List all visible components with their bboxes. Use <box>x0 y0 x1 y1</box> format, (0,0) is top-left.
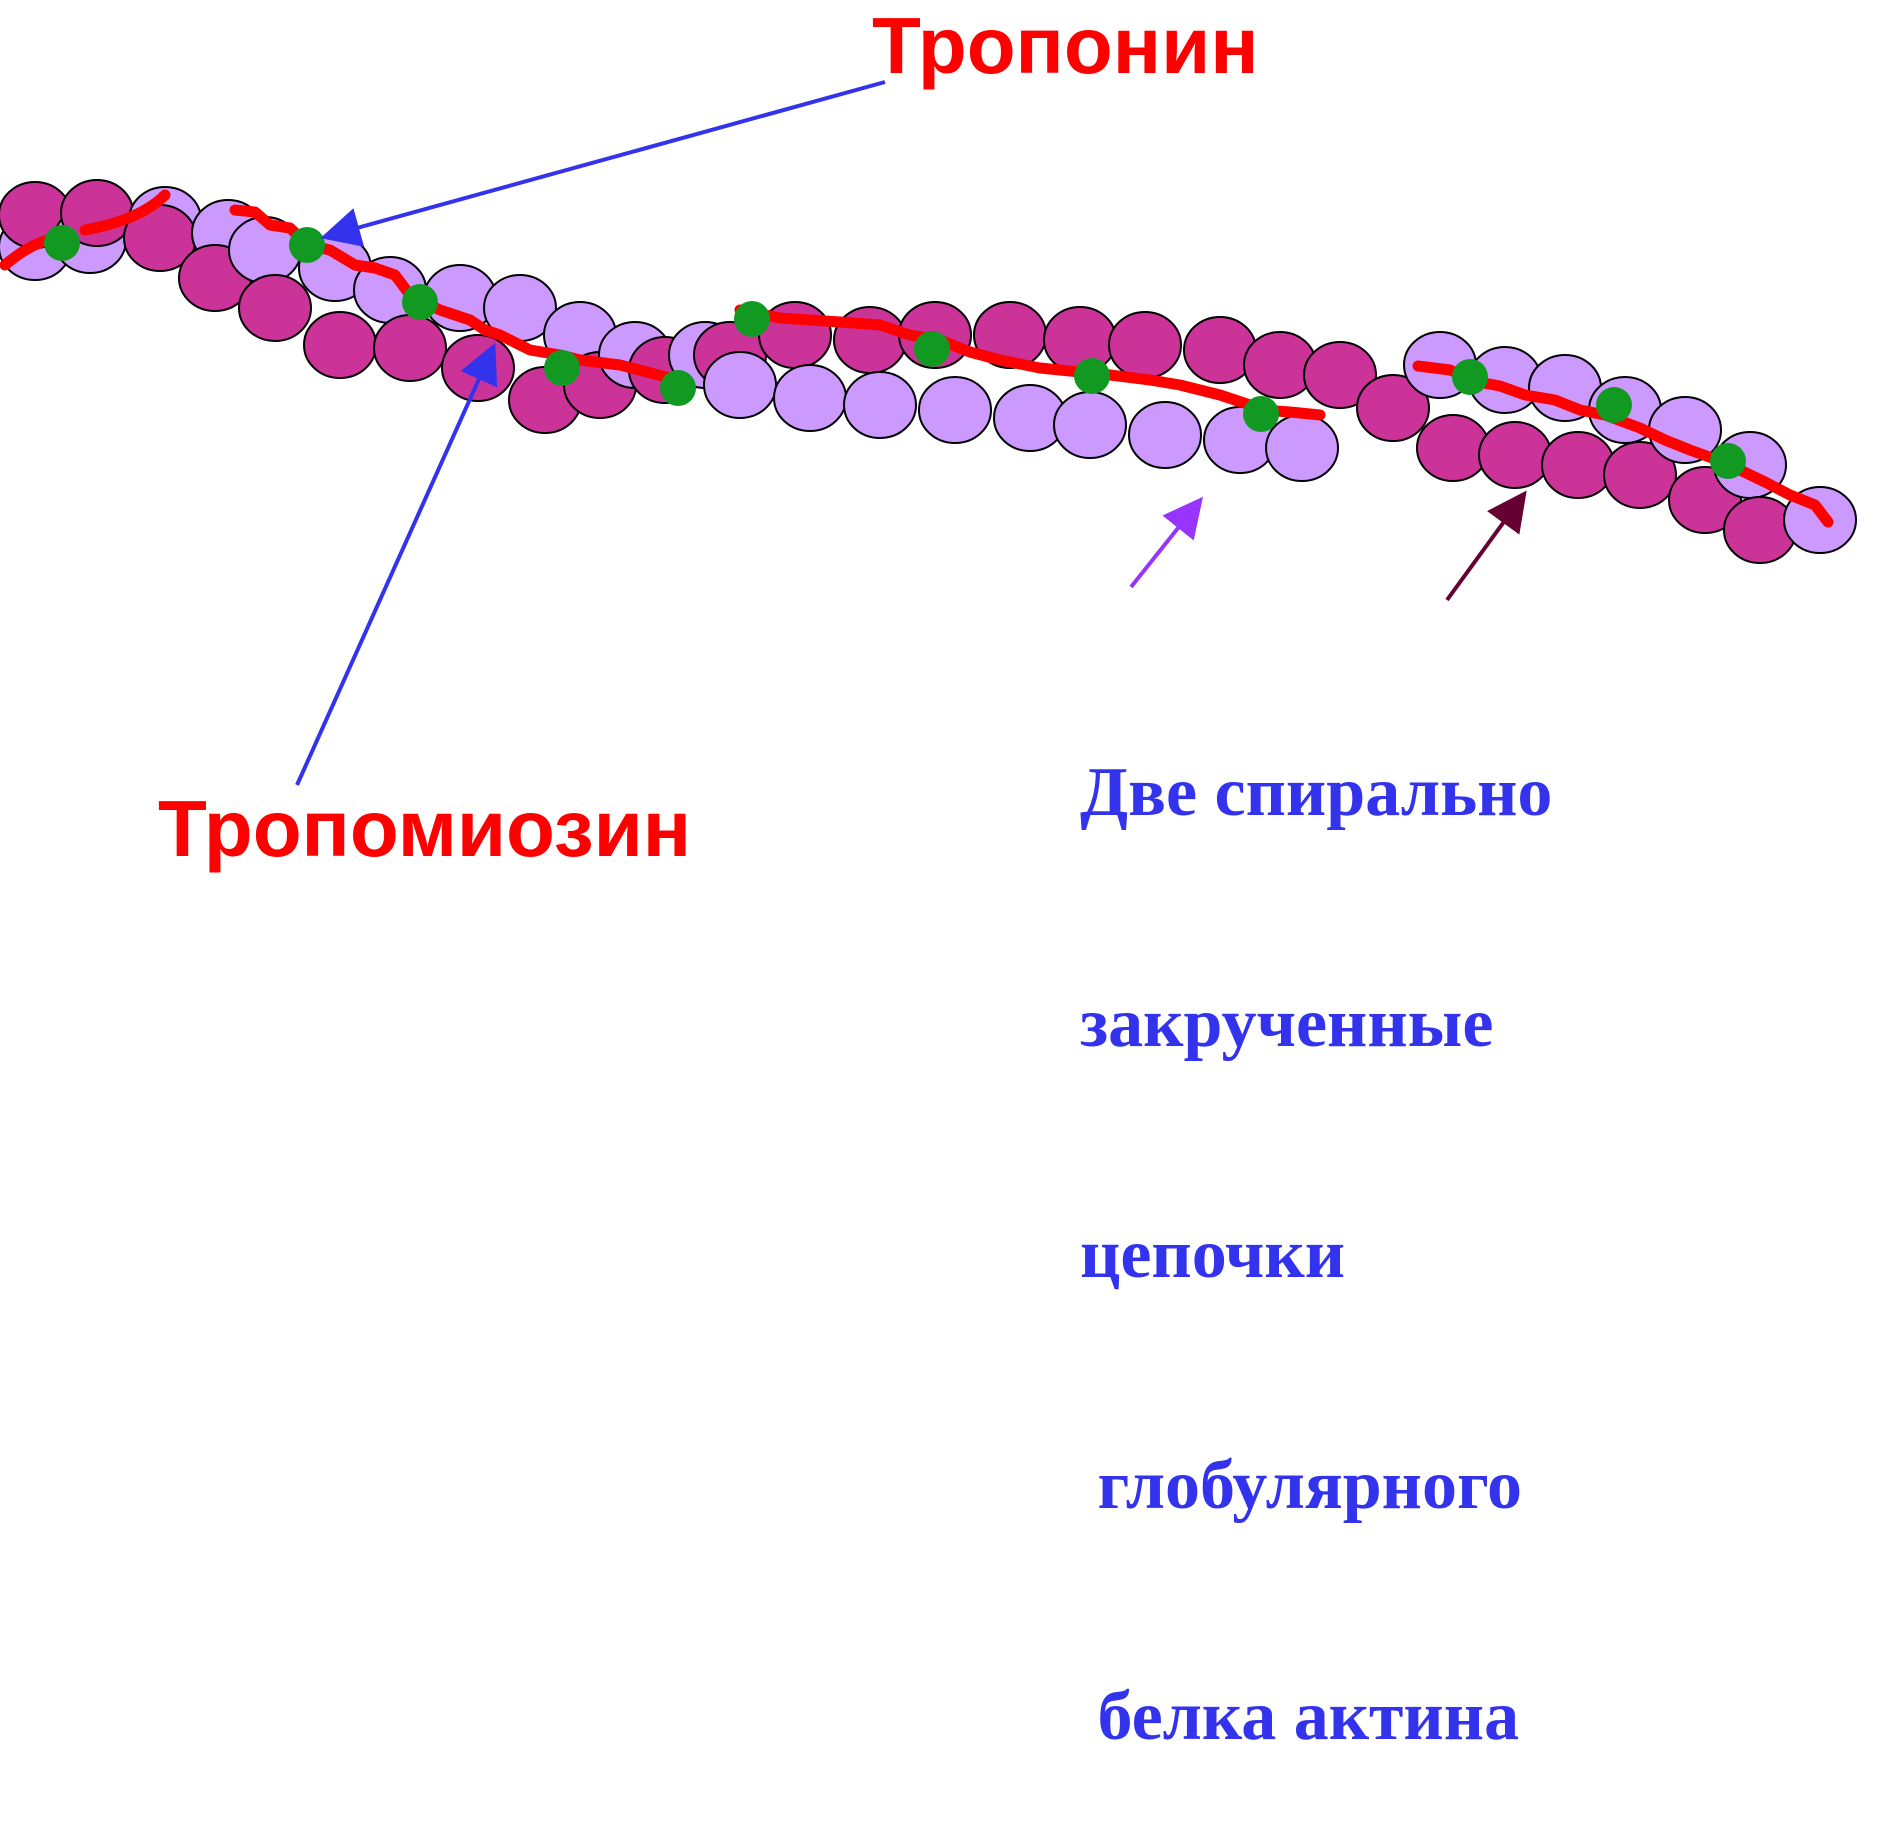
actin-globule-light <box>1128 401 1202 469</box>
actin-description-label: Две спирально закрученные цепочки глобул… <box>1080 600 1552 1832</box>
troponin-dot <box>1243 396 1279 432</box>
actin-description-line: белка актина <box>1080 1678 1520 1755</box>
troponin-arrow <box>320 80 886 247</box>
actin-globule-dark <box>1603 441 1677 509</box>
actin-description-line: закрученные <box>1080 985 1494 1062</box>
troponin-dot <box>44 225 80 261</box>
actin-light-chain-arrow <box>1129 496 1203 589</box>
actin-globule-dark <box>303 311 377 379</box>
actin-globule-dark <box>1541 431 1615 499</box>
tropomyosin-strand <box>1412 360 1834 528</box>
troponin-dot <box>544 350 580 386</box>
actin-description-line: цепочки <box>1080 1216 1346 1293</box>
actin-globule-light <box>703 351 777 419</box>
actin-globule-dark <box>1416 414 1490 482</box>
troponin-dot <box>734 301 770 337</box>
troponin-dot <box>289 227 325 263</box>
actin-globule-light <box>918 376 992 444</box>
actin-filament-diagram <box>0 80 1857 786</box>
actin-globule-dark <box>1478 421 1552 489</box>
troponin-dot <box>1596 387 1632 423</box>
actin-chains <box>0 179 1857 564</box>
actin-globule-dark <box>1356 374 1430 442</box>
actin-globule-light <box>1265 414 1339 482</box>
actin-globule-dark <box>1303 341 1377 409</box>
actin-description-line: Две спирально <box>1080 754 1553 831</box>
actin-description-line: глобулярного <box>1080 1447 1523 1524</box>
actin-globule-dark <box>373 314 447 382</box>
troponin-label: Тропонин <box>872 1 1259 90</box>
troponin-dot <box>1710 443 1746 479</box>
troponin-complexes <box>44 225 1746 479</box>
actin-globule-dark <box>238 274 312 342</box>
actin-globule-dark <box>441 334 515 402</box>
actin-globule-dark <box>1108 311 1182 379</box>
troponin-dot <box>1452 359 1488 395</box>
troponin-dot <box>1074 358 1110 394</box>
tropomyosin-label: Тропомиозин <box>158 784 692 873</box>
actin-dark-chain-arrow <box>1445 490 1527 602</box>
troponin-dot <box>914 331 950 367</box>
troponin-dot <box>660 370 696 406</box>
actin-globule-light <box>773 364 847 432</box>
troponin-dot <box>402 284 438 320</box>
tropomyosin-arrow <box>295 342 498 786</box>
actin-globule-light <box>843 371 917 439</box>
actin-globule-light <box>1053 391 1127 459</box>
